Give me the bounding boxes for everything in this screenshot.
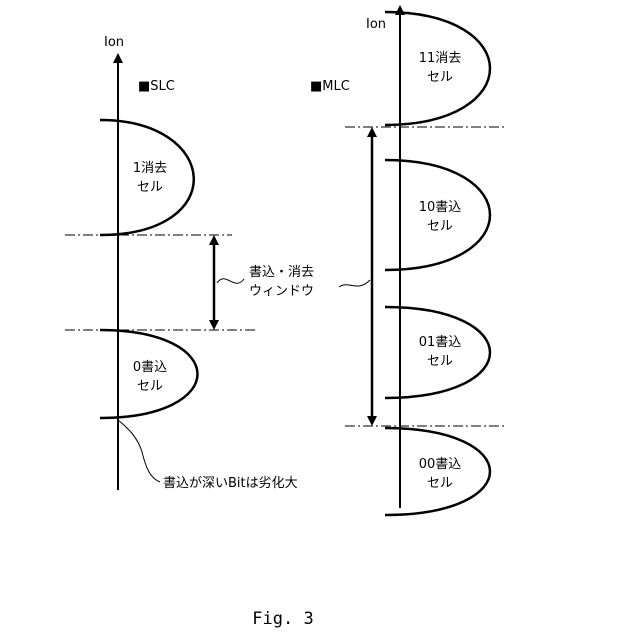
mlc-11-label-line1: 11消去 <box>419 51 462 66</box>
figure-caption: Fig. 3 <box>252 609 313 629</box>
slc-program-cell-label-line2: セル <box>137 379 163 394</box>
window-leader-left <box>217 279 244 284</box>
window-leader-right <box>339 280 370 287</box>
mlc-legend: ■MLC <box>310 79 350 94</box>
mlc-00-label-line1: 00書込 <box>419 457 462 472</box>
slc-erase-cell-distribution <box>100 120 194 235</box>
mlc-01-label-line1: 01書込 <box>419 335 462 350</box>
mlc-01-label-line2: セル <box>427 354 453 369</box>
slc-legend: ■SLC <box>138 79 175 94</box>
slc-erase-cell-label-line1: 1消去 <box>133 161 167 176</box>
window-label-line2: ウィンドウ <box>249 284 314 299</box>
slc-panel: Ion ■SLC 1消去 セル 0書込 セル 書込が深いBitは劣化大 <box>65 35 298 491</box>
slc-annotation-text: 書込が深いBitは劣化大 <box>163 476 298 491</box>
window-label-group: 書込・消去 ウィンドウ <box>217 265 370 299</box>
mlc-11-label-line2: セル <box>427 70 453 85</box>
mlc-panel: Ion ■MLC 11消去 セル 10書込 セル 01書込 セル 00書込 セル <box>310 10 505 515</box>
mlc-00-label-line2: セル <box>427 476 453 491</box>
slc-annotation-leader <box>118 420 160 482</box>
slc-program-cell-label-line1: 0書込 <box>133 360 167 375</box>
slc-erase-cell-label-line2: セル <box>137 180 163 195</box>
window-label-line1: 書込・消去 <box>249 265 314 280</box>
mlc-10-label-line1: 10書込 <box>419 200 462 215</box>
mlc-10-label-line2: セル <box>427 219 453 234</box>
mlc-axis-label: Ion <box>366 17 386 32</box>
slc-axis-label: Ion <box>104 35 124 50</box>
